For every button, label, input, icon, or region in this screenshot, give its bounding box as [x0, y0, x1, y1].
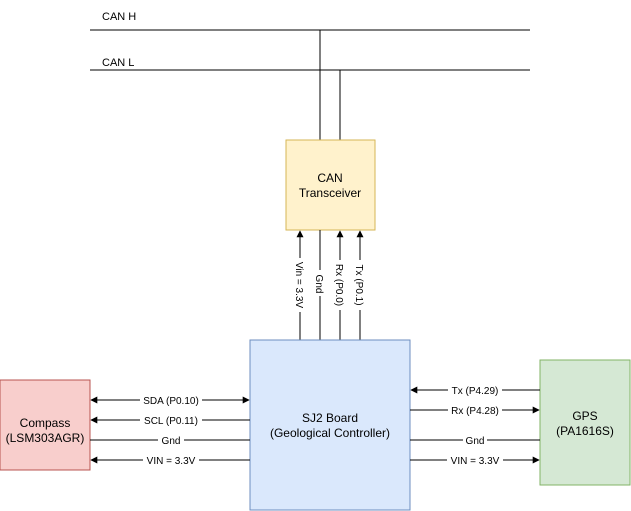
rx-transceiver-label: Rx (P0.0) — [333, 264, 344, 306]
gps-vin-label: VIN = 3.3V — [451, 456, 500, 467]
sj2-board-block: SJ2 Board (Geological Controller) — [249, 339, 411, 511]
sj2-board-box — [249, 339, 411, 511]
compass-vin-label: VIN = 3.3V — [147, 456, 196, 467]
sda-label: SDA (P0.10) — [143, 396, 199, 407]
can-transceiver-title: CAN — [317, 171, 342, 185]
can-transceiver-subtitle: Transceiver — [299, 186, 361, 200]
compass-title: Compass — [20, 416, 71, 430]
can-transceiver-box — [285, 139, 376, 231]
gps-gnd-label: Gnd — [466, 436, 485, 447]
sj2-board-title: SJ2 Board — [302, 411, 358, 425]
sj2-board-subtitle: (Geological Controller) — [270, 426, 390, 440]
gps-wire-labels: Tx (P4.29) Rx (P4.28) Gnd VIN = 3.3V — [447, 384, 503, 467]
vin-transceiver-label: Vin = 3.3V — [293, 262, 304, 309]
scl-label: SCL (P0.11) — [144, 416, 198, 427]
gps-subtitle: (PA1616S) — [556, 424, 614, 438]
gps-box — [539, 359, 631, 486]
can-transceiver-block: CAN Transceiver — [285, 139, 376, 231]
compass-wire-labels: SDA (P0.10) SCL (P0.11) Gnd VIN = 3.3V — [140, 394, 202, 467]
gnd-transceiver-label: Gnd — [313, 275, 324, 294]
compass-gnd-label: Gnd — [162, 436, 181, 447]
gps-block: GPS (PA1616S) — [539, 359, 631, 486]
compass-subtitle: (LSM303AGR) — [6, 431, 85, 445]
gps-rx-label: Rx (P4.28) — [451, 406, 499, 417]
transceiver-wire-labels: Vin = 3.3V Gnd Rx (P0.0) Tx (P0.1) — [293, 258, 365, 312]
tx-transceiver-label: Tx (P0.1) — [353, 264, 364, 305]
can-l-label: CAN L — [102, 57, 134, 69]
compass-box — [0, 379, 91, 471]
gps-title: GPS — [572, 409, 597, 423]
can-h-label: CAN H — [102, 11, 136, 23]
compass-block: Compass (LSM303AGR) — [0, 379, 91, 471]
gps-tx-label: Tx (P4.29) — [452, 386, 499, 397]
